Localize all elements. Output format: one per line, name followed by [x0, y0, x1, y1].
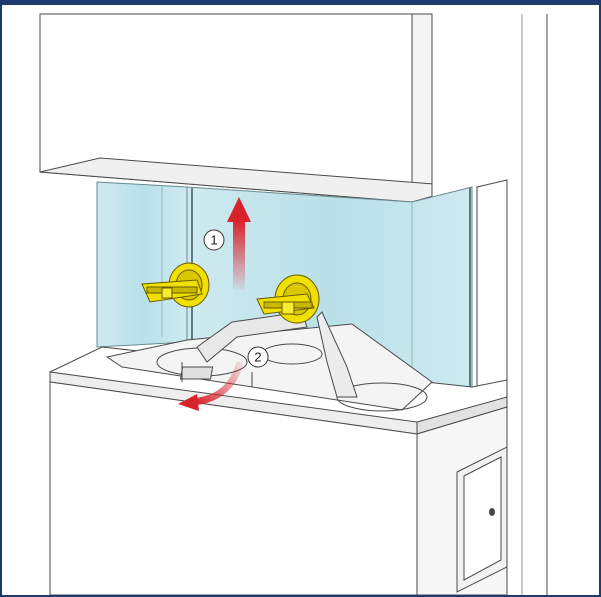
- upper-cabinet: [40, 14, 472, 202]
- step-1-number: 1: [210, 233, 217, 248]
- access-door-icon: [457, 447, 507, 592]
- step-2-number: 2: [254, 350, 261, 365]
- step-callout-1: 1: [204, 230, 224, 250]
- step-callout-2: 2: [248, 347, 268, 367]
- frame-top-bar: [2, 2, 599, 5]
